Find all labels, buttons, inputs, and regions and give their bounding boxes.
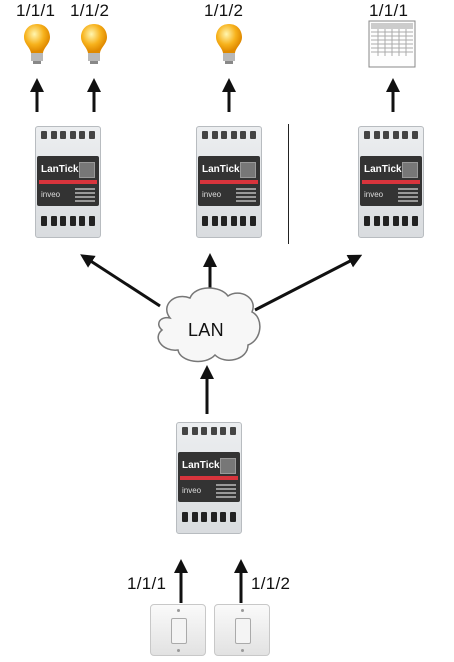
lan-label: LAN (188, 320, 224, 340)
light-bulb-icon (81, 24, 107, 64)
lantick-input-device: LanTick inveo (176, 422, 242, 534)
light-bulb-icon (216, 24, 242, 64)
lantick-relay-device: LanTick inveo (196, 126, 262, 238)
ethernet-port-icon (220, 458, 236, 474)
lan-cloud (157, 287, 261, 363)
device-maker: inveo (41, 190, 61, 199)
group-address-label: 1/1/1 (127, 574, 167, 593)
wall-switch-icon (214, 604, 270, 656)
group-address-label: 1/1/2 (204, 1, 244, 20)
device-maker: inveo (364, 190, 384, 199)
ethernet-port-icon (240, 162, 256, 178)
group-address-label: 1/1/1 (16, 1, 56, 20)
light-bulb-icon (24, 24, 50, 64)
ethernet-port-icon (79, 162, 95, 178)
wall-switch-icon (150, 604, 206, 656)
device-maker: inveo (182, 486, 202, 495)
device-brand: LanTick (202, 164, 240, 175)
device-maker: inveo (202, 190, 222, 199)
device-brand: LanTick (182, 460, 220, 471)
group-address-label: 1/1/2 (70, 1, 110, 20)
divider-line (288, 124, 289, 244)
lantick-relay-device: LanTick inveo (35, 126, 101, 238)
group-address-label: 1/1/2 (251, 574, 291, 593)
device-brand: LanTick (41, 164, 79, 175)
group-address-label: 1/1/1 (369, 1, 409, 20)
ethernet-port-icon (402, 162, 418, 178)
lantick-relay-device: LanTick inveo (358, 126, 424, 238)
device-brand: LanTick (364, 164, 402, 175)
window-blind-icon (368, 20, 416, 68)
